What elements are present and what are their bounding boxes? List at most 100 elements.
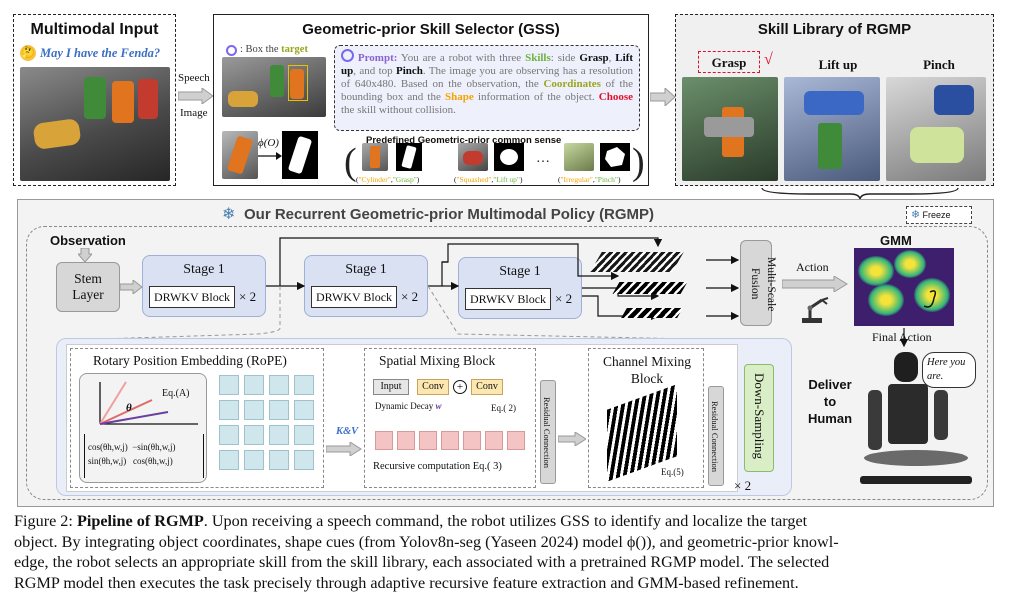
tuple-2-image	[458, 143, 488, 171]
stage-2-times: × 2	[401, 289, 419, 304]
residual-connection-2-label: Residual Connection	[710, 401, 720, 473]
caption-line-3: edge, the robot selects an appropriate s…	[14, 553, 830, 571]
rope-cell	[219, 400, 239, 420]
skill-library-panel: Skill Library of RGMP Grasp √ Lift up Pi…	[675, 14, 994, 186]
tuple-1	[356, 143, 428, 181]
multimodal-input-panel: Multimodal Input 🤔 May I have the Fenda?	[13, 14, 176, 186]
multimodal-input-title: Multimodal Input	[30, 21, 159, 38]
tuple-2	[454, 143, 526, 181]
tuple-2-text: ("Squashed","Lift up")	[454, 175, 523, 184]
gss-panel: Geometric-prior Skill Selector (GSS) : B…	[213, 14, 649, 186]
stage-2-box: Stage 1 DRWKV Block × 2	[304, 255, 428, 317]
stage-1-label: Stage 1	[183, 262, 225, 277]
gss-can-orange	[290, 69, 304, 99]
rope-cell	[294, 450, 314, 470]
rope-cell	[269, 375, 289, 395]
skill-library-title: Skill Library of RGMP	[757, 21, 912, 38]
prompt-box: Prompt: You are a robot with three Skill…	[334, 45, 640, 131]
residual-connection-2: Residual Connection	[708, 386, 724, 486]
smb-conv-1-label: Conv	[422, 381, 444, 392]
figure-caption: Figure 2: Pipeline of RGMP. Upon receivi…	[14, 511, 996, 593]
speech-query: May I have the Fenda?	[40, 46, 160, 61]
cropped-can-image	[222, 131, 258, 179]
rope-rotation-box: θ Eq.(A) cos(θh,w,j) −sin(θh,w,j) sin(θh…	[79, 373, 207, 483]
stage-1-drwkv-label: DRWKV Block	[153, 290, 231, 304]
recursive-cell	[507, 431, 525, 450]
rope-rotation-diagram	[99, 381, 198, 425]
tuple-2-can	[463, 151, 483, 165]
rope-cell	[269, 450, 289, 470]
stage-3-drwkv-label: DRWKV Block	[469, 292, 547, 306]
liftup-photo-can	[818, 123, 842, 169]
freeze-legend: ❄ Freeze	[906, 206, 972, 224]
skills-word: Skills	[525, 52, 551, 64]
rope-cell	[219, 375, 239, 395]
skill-pinch-label: Pinch	[923, 57, 955, 72]
rope-box: Rotary Position Embedding (RoPE) θ Eq.(A…	[70, 348, 324, 488]
feature-map-2	[612, 282, 688, 294]
tuple-1-mask-shape	[401, 145, 417, 169]
tuple-1-text: ("Cylinder","Grasp")	[356, 175, 420, 184]
prompt-text-3: ,	[608, 52, 612, 64]
robot-base	[860, 476, 972, 484]
pinch-photo	[886, 77, 986, 181]
recursive-cell	[419, 431, 437, 450]
skill-grasp-label: Grasp	[711, 55, 747, 70]
tuple-3-mask	[600, 143, 630, 171]
tuple-1-shape: "Cylinder"	[358, 175, 391, 184]
tuple-3-shape: "Irregular"	[560, 175, 593, 184]
smb-box: Spatial Mixing Block Input Conv + Conv D…	[364, 348, 536, 488]
residual-to-cmb-arrow	[557, 431, 587, 447]
rgmp-title: Our Recurrent Geometric-prior Multimodal…	[244, 206, 655, 223]
recursive-cell	[397, 431, 415, 450]
gmm-blob-4	[914, 278, 950, 312]
squashed-can	[32, 117, 82, 151]
grasp-check-icon: √	[764, 51, 773, 68]
matrix-row-2: sin(θh,w,j) cos(θh,w,j)	[88, 454, 200, 468]
tuple-2-shape: "Squashed"	[456, 175, 492, 184]
gmm-blob-2	[894, 250, 926, 278]
prompt-text-2: : side	[550, 52, 580, 64]
robot-arm-right	[934, 390, 948, 440]
w-symbol: w	[435, 401, 442, 411]
gmm-heatmap	[854, 248, 954, 326]
action-label: Action	[796, 260, 829, 274]
residual-connection-1-label: Residual Connection	[542, 397, 552, 469]
down-sampling-label: Down-Sampling	[752, 373, 767, 459]
segmentation-mask	[282, 131, 318, 179]
rope-cell	[244, 425, 264, 445]
stage-3-label: Stage 1	[499, 264, 541, 279]
box-target-prefix: : Box the	[240, 44, 282, 55]
here-you-are-bubble: Here you are.	[922, 352, 976, 388]
tuple-2-skill: "Lift up"	[493, 175, 520, 184]
robot-table	[864, 450, 968, 466]
rope-to-smb-arrow	[325, 441, 362, 457]
recursive-cell	[485, 431, 503, 450]
policy-dashed-frame	[26, 226, 988, 500]
recursive-cell	[375, 431, 393, 450]
matrix-r2c2: cos(θh,w,j)	[132, 456, 173, 466]
crop-can	[226, 135, 254, 175]
caption-text-1: . Upon receiving a speech command, the r…	[203, 512, 808, 530]
action-arrow	[781, 275, 848, 293]
thinking-emoji-icon: 🤔	[20, 45, 36, 61]
tuple-1-mask	[396, 143, 422, 171]
rope-cell	[269, 425, 289, 445]
library-brace	[760, 186, 960, 201]
can-red	[138, 79, 158, 119]
stem-to-stage-arrow	[119, 278, 143, 296]
residual-connection-1: Residual Connection	[540, 380, 556, 484]
grasp-highlight-box	[698, 51, 760, 73]
speech-label: Speech	[178, 72, 210, 84]
down-sampling-times: × 2	[734, 478, 752, 493]
choose-word: Choose	[598, 91, 633, 103]
shape-word: Shape	[445, 91, 474, 103]
speech-query-text: May I have the Fenda?	[40, 46, 161, 60]
liftup-word: Lift up	[341, 52, 634, 77]
caption-line-2: object. By integrating object coordinate…	[14, 532, 839, 551]
cmb-title: Channel Mixing Block	[602, 354, 692, 386]
prompt-text-6: of the bounding box and the	[341, 78, 633, 103]
caption-fig-label: Figure 2:	[14, 512, 77, 530]
can-green	[84, 77, 106, 119]
tuple-ellipsis: …	[536, 151, 550, 166]
